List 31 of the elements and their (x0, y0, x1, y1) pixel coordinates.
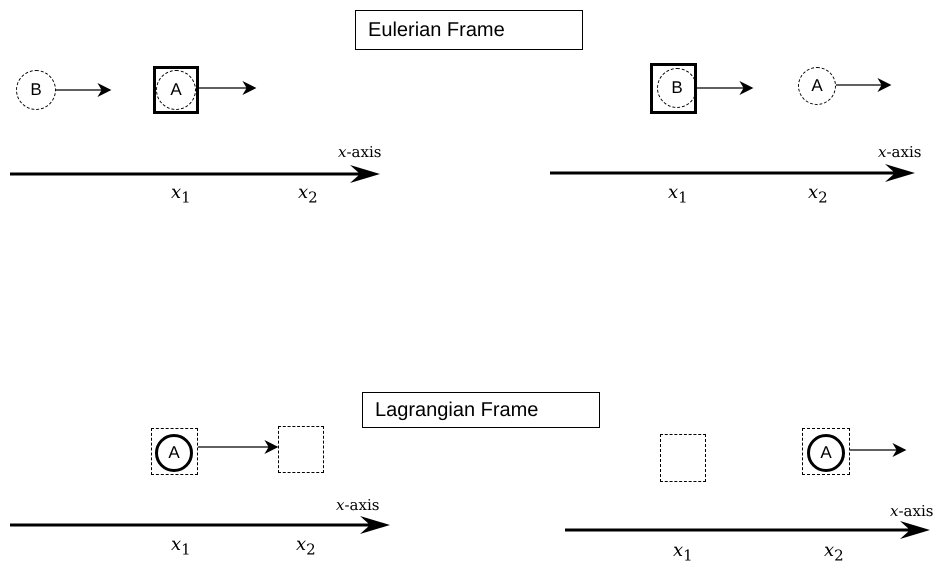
thick-circle: A (807, 434, 845, 472)
position-label: x$_{1}$ (171, 534, 191, 559)
position-label: x$_{2}$ (824, 540, 844, 565)
axis-label: x-axis (890, 502, 934, 520)
frame-title-box: Eulerian Frame (355, 10, 583, 50)
position-label: x$_{2}$ (298, 182, 318, 207)
arrow (836, 78, 892, 92)
arrow (56, 83, 112, 97)
dashed-square (151, 428, 198, 475)
arrow (199, 81, 256, 95)
position-label: x$_{1}$ (673, 540, 693, 565)
arrow (850, 443, 906, 457)
dashed-square (660, 434, 706, 482)
dashed-circle: A (156, 70, 196, 110)
position-label: x$_{1}$ (171, 182, 191, 207)
arrow (697, 81, 754, 95)
dashed-circle: B (657, 68, 697, 108)
dashed-circle: A (798, 67, 836, 105)
position-label: x$_{2}$ (296, 534, 316, 559)
axis-label: x-axis (336, 496, 380, 514)
frame-title-box: Lagrangian Frame (362, 392, 600, 428)
position-label: x$_{1}$ (668, 182, 688, 207)
dashed-square (802, 428, 850, 475)
dashed-circle: B (16, 70, 56, 110)
thick-square (650, 63, 697, 114)
dashed-square (278, 426, 324, 473)
thick-circle: A (155, 434, 193, 472)
axis-label: x-axis (878, 143, 922, 161)
position-label: x$_{2}$ (808, 182, 828, 207)
axis-label: x-axis (338, 143, 382, 161)
arrow (198, 440, 278, 454)
